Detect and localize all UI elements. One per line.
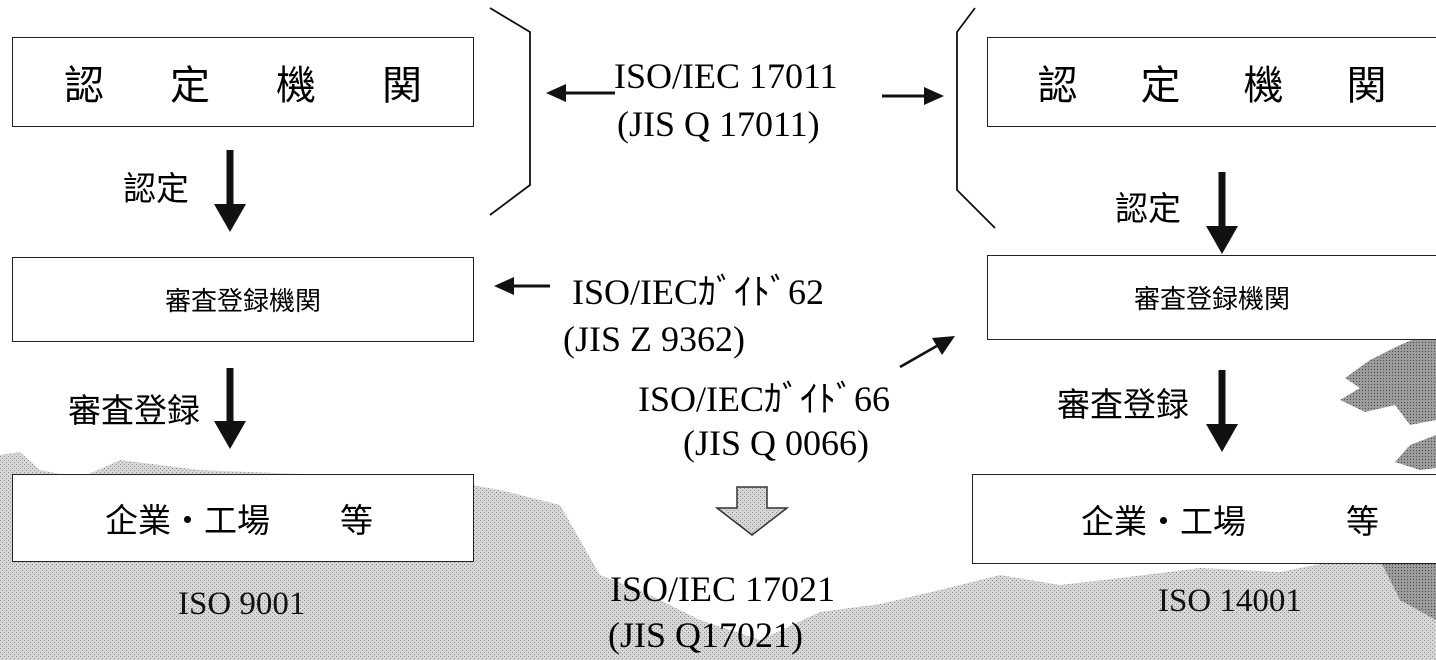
arrow-down-right-2: [1206, 424, 1238, 452]
iso-iec-17021-label: ISO/IEC 17021: [610, 568, 835, 610]
left-accreditation-char-1: 認: [64, 53, 104, 111]
jis-z-9362-label: (JIS Z 9362): [563, 318, 745, 360]
iso-iec-17011-label: ISO/IEC 17011: [614, 55, 838, 97]
arrow-right-17011: [924, 87, 944, 105]
left-organization-suffix: 等: [340, 494, 373, 542]
right-registrar-box: 審査登録機関: [987, 255, 1436, 340]
right-accreditation-char-1: 認: [1038, 53, 1078, 111]
jis-q-0066-label: (JIS Q 0066): [683, 422, 869, 464]
left-accreditation-char-3: 機: [276, 53, 316, 111]
right-accreditation-char-2: 定: [1141, 53, 1181, 111]
right-organization-suffix: 等: [1346, 495, 1379, 543]
arrow-down-left-1: [214, 204, 246, 232]
jis-q-17011-label: (JIS Q 17011): [617, 103, 820, 145]
left-accreditation-char-2: 定: [170, 53, 210, 111]
left-accreditation-label: 認定: [123, 162, 189, 210]
left-accreditation-char-4: 関: [382, 53, 422, 111]
tree-foliage: [1340, 330, 1436, 425]
right-organization-box: 企業・工場 等: [972, 474, 1436, 564]
right-organization-label: 企業・工場: [1081, 495, 1246, 543]
right-registration-label: 審査登録: [1057, 378, 1189, 426]
right-accreditation-label: 認定: [1115, 182, 1181, 230]
arrow-down-right-1: [1206, 226, 1238, 254]
arrow-left-guide62: [494, 277, 514, 295]
iso-iec-guide66-label: ISO/IECｶﾞｲﾄﾞ66: [638, 370, 890, 422]
tree-foliage-lower: [1395, 435, 1436, 470]
arrow-down-17021: [717, 487, 787, 535]
right-accreditation-body-box: 認 定 機 関: [987, 37, 1436, 127]
arrow-down-left-2: [214, 421, 246, 449]
jis-q-17021-label: (JIS Q17021): [608, 614, 803, 656]
left-registration-label: 審査登録: [68, 384, 200, 432]
right-accreditation-char-3: 機: [1244, 53, 1284, 111]
right-registrar-label: 審査登録機関: [1134, 279, 1290, 316]
left-accreditation-body-box: 認 定 機 関: [12, 37, 474, 127]
right-standard-label: ISO 14001: [1158, 583, 1302, 620]
left-registrar-label: 審査登録機関: [165, 281, 321, 318]
left-bracket: [490, 8, 530, 215]
left-organization-label: 企業・工場: [105, 494, 270, 542]
arrow-left-17011: [546, 84, 566, 102]
left-registrar-box: 審査登録機関: [12, 257, 474, 342]
right-accreditation-char-4: 関: [1347, 53, 1387, 111]
left-organization-box: 企業・工場 等: [12, 474, 474, 562]
iso-iec-guide62-label: ISO/IECｶﾞｲﾄﾞ62: [572, 263, 824, 315]
left-standard-label: ISO 9001: [178, 586, 305, 623]
